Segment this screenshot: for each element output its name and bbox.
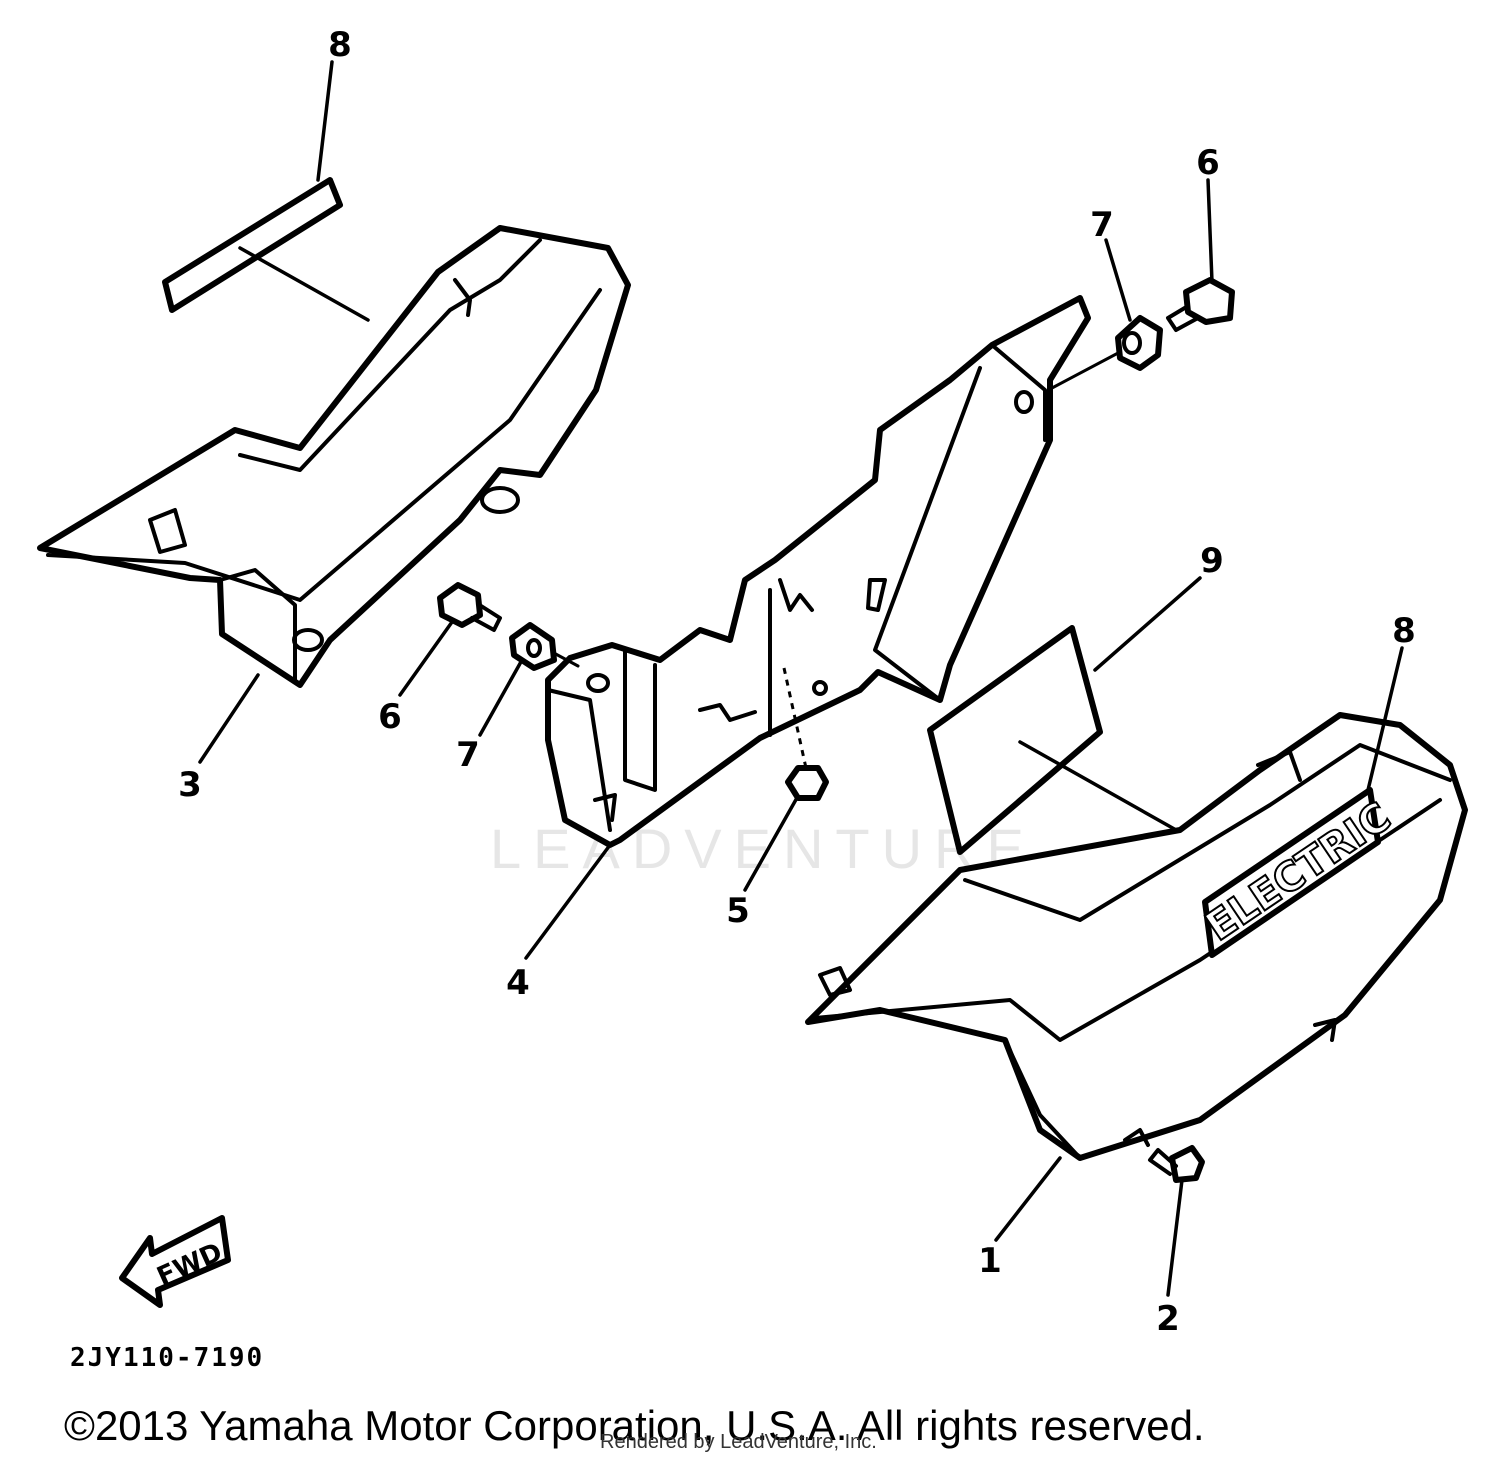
callout-6-right: 6 <box>1196 143 1220 183</box>
leader-3 <box>198 673 260 764</box>
callout-8-left: 8 <box>328 25 352 65</box>
leader-7-right <box>1104 238 1132 322</box>
callout-6-left: 6 <box>378 697 402 737</box>
grommet-left-guide <box>550 650 580 668</box>
copyright-notice: ©2013 Yamaha Motor Corporation, U.S.A. A… <box>64 1402 1205 1449</box>
grommet-right-guide <box>1050 350 1122 390</box>
grommet-left <box>509 622 557 671</box>
leader-5 <box>743 794 800 892</box>
nut <box>785 765 829 801</box>
callout-9: 9 <box>1200 541 1224 581</box>
leader-6-right <box>1206 178 1214 284</box>
callout-3: 3 <box>178 765 202 805</box>
callout-7-left: 7 <box>456 735 480 775</box>
forward-arrow-icon: FWD <box>119 1215 231 1308</box>
callout-8-right: 8 <box>1392 611 1416 651</box>
callout-1: 1 <box>978 1241 1002 1281</box>
callout-2: 2 <box>1156 1299 1180 1339</box>
leader-7-left <box>478 658 524 737</box>
leader-2 <box>1166 1178 1184 1297</box>
leader-9-to-cover <box>1018 740 1187 837</box>
decal-sheet <box>927 625 1103 855</box>
render-note: Rendered by LeadVenture, Inc. <box>600 1431 877 1453</box>
screw-right <box>1166 277 1235 332</box>
left-side-cover <box>37 225 631 688</box>
callout-5: 5 <box>726 891 750 931</box>
leader-8-right <box>1366 646 1404 792</box>
callout-4: 4 <box>506 963 530 1003</box>
screw-bottom <box>1148 1145 1205 1183</box>
nut-dashed-guide <box>782 667 808 769</box>
left-decal-strip <box>162 177 343 313</box>
screw-left <box>437 582 502 632</box>
leader-1 <box>994 1156 1062 1242</box>
grommet-right <box>1115 315 1163 371</box>
leader-8-left-to-cover <box>238 246 370 322</box>
leader-6-left <box>398 620 454 697</box>
leader-4 <box>524 843 612 960</box>
callout-7-right: 7 <box>1090 205 1114 245</box>
diagram-code: 2JY110-7190 <box>70 1343 264 1373</box>
leader-8-left <box>316 60 334 182</box>
side-cover-bracket <box>545 295 1091 848</box>
leader-9 <box>1093 576 1202 672</box>
right-side-cover <box>805 712 1468 1161</box>
